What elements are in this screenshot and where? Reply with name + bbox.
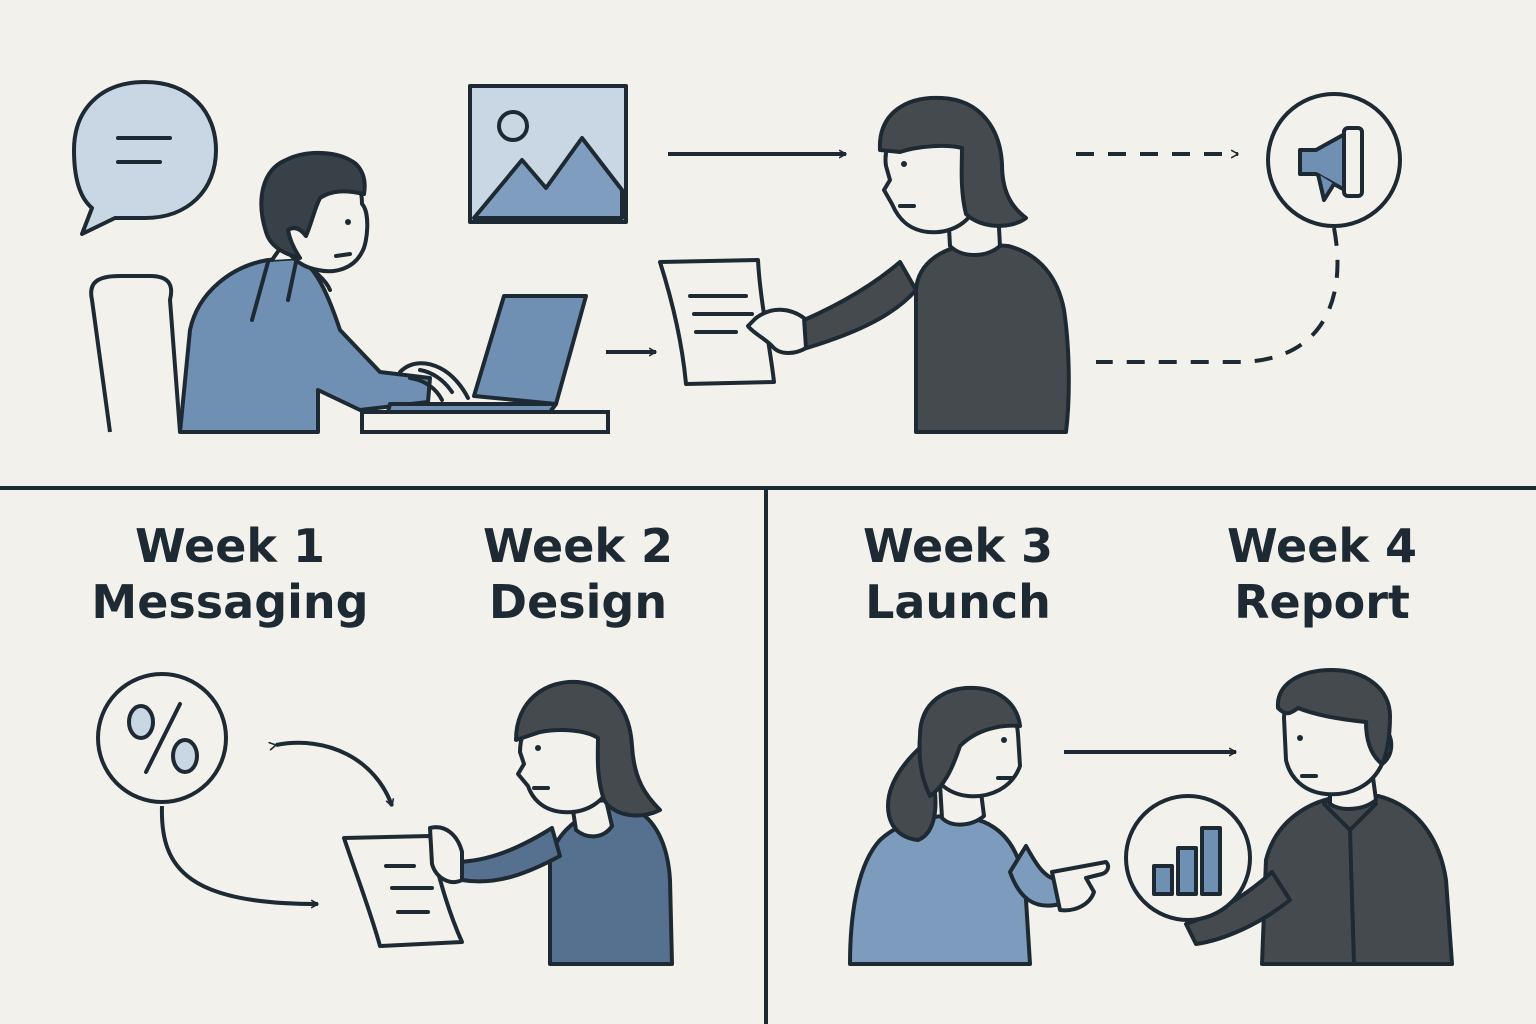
woman-week-2: [428, 679, 674, 966]
image-icon: [468, 84, 628, 224]
arrow-percent-to-document: [159, 805, 319, 909]
week-2-title: Design: [488, 575, 668, 629]
percent-icon: [96, 672, 228, 804]
bar-chart-icon: [1124, 794, 1252, 922]
week-4-title: Report: [1234, 575, 1410, 629]
week-1-label: Week 1 Messaging: [80, 518, 380, 630]
week-1-title: Messaging: [91, 575, 369, 629]
dashed-return-line: [1096, 227, 1340, 364]
desk: [360, 410, 610, 434]
week-2-label: Week 2 Design: [428, 518, 728, 630]
speech-bubble-icon: [72, 80, 218, 236]
woman-with-document: [746, 95, 1071, 434]
document-icon: [658, 258, 776, 386]
man-at-laptop: [178, 150, 470, 434]
man-week-4: [1184, 668, 1454, 966]
week-2-number: Week 2: [482, 519, 674, 573]
woman-week-3: [848, 685, 1111, 966]
week-3-label: Week 3 Launch: [808, 518, 1108, 630]
week-1-number: Week 1: [134, 519, 326, 573]
megaphone-icon: [1266, 92, 1402, 228]
chair: [89, 274, 182, 433]
week-3-number: Week 3: [862, 519, 1054, 573]
week-3-title: Launch: [865, 575, 1051, 629]
week-4-number: Week 4: [1226, 519, 1418, 573]
double-arrow: [268, 740, 395, 807]
week-4-label: Week 4 Report: [1172, 518, 1472, 630]
